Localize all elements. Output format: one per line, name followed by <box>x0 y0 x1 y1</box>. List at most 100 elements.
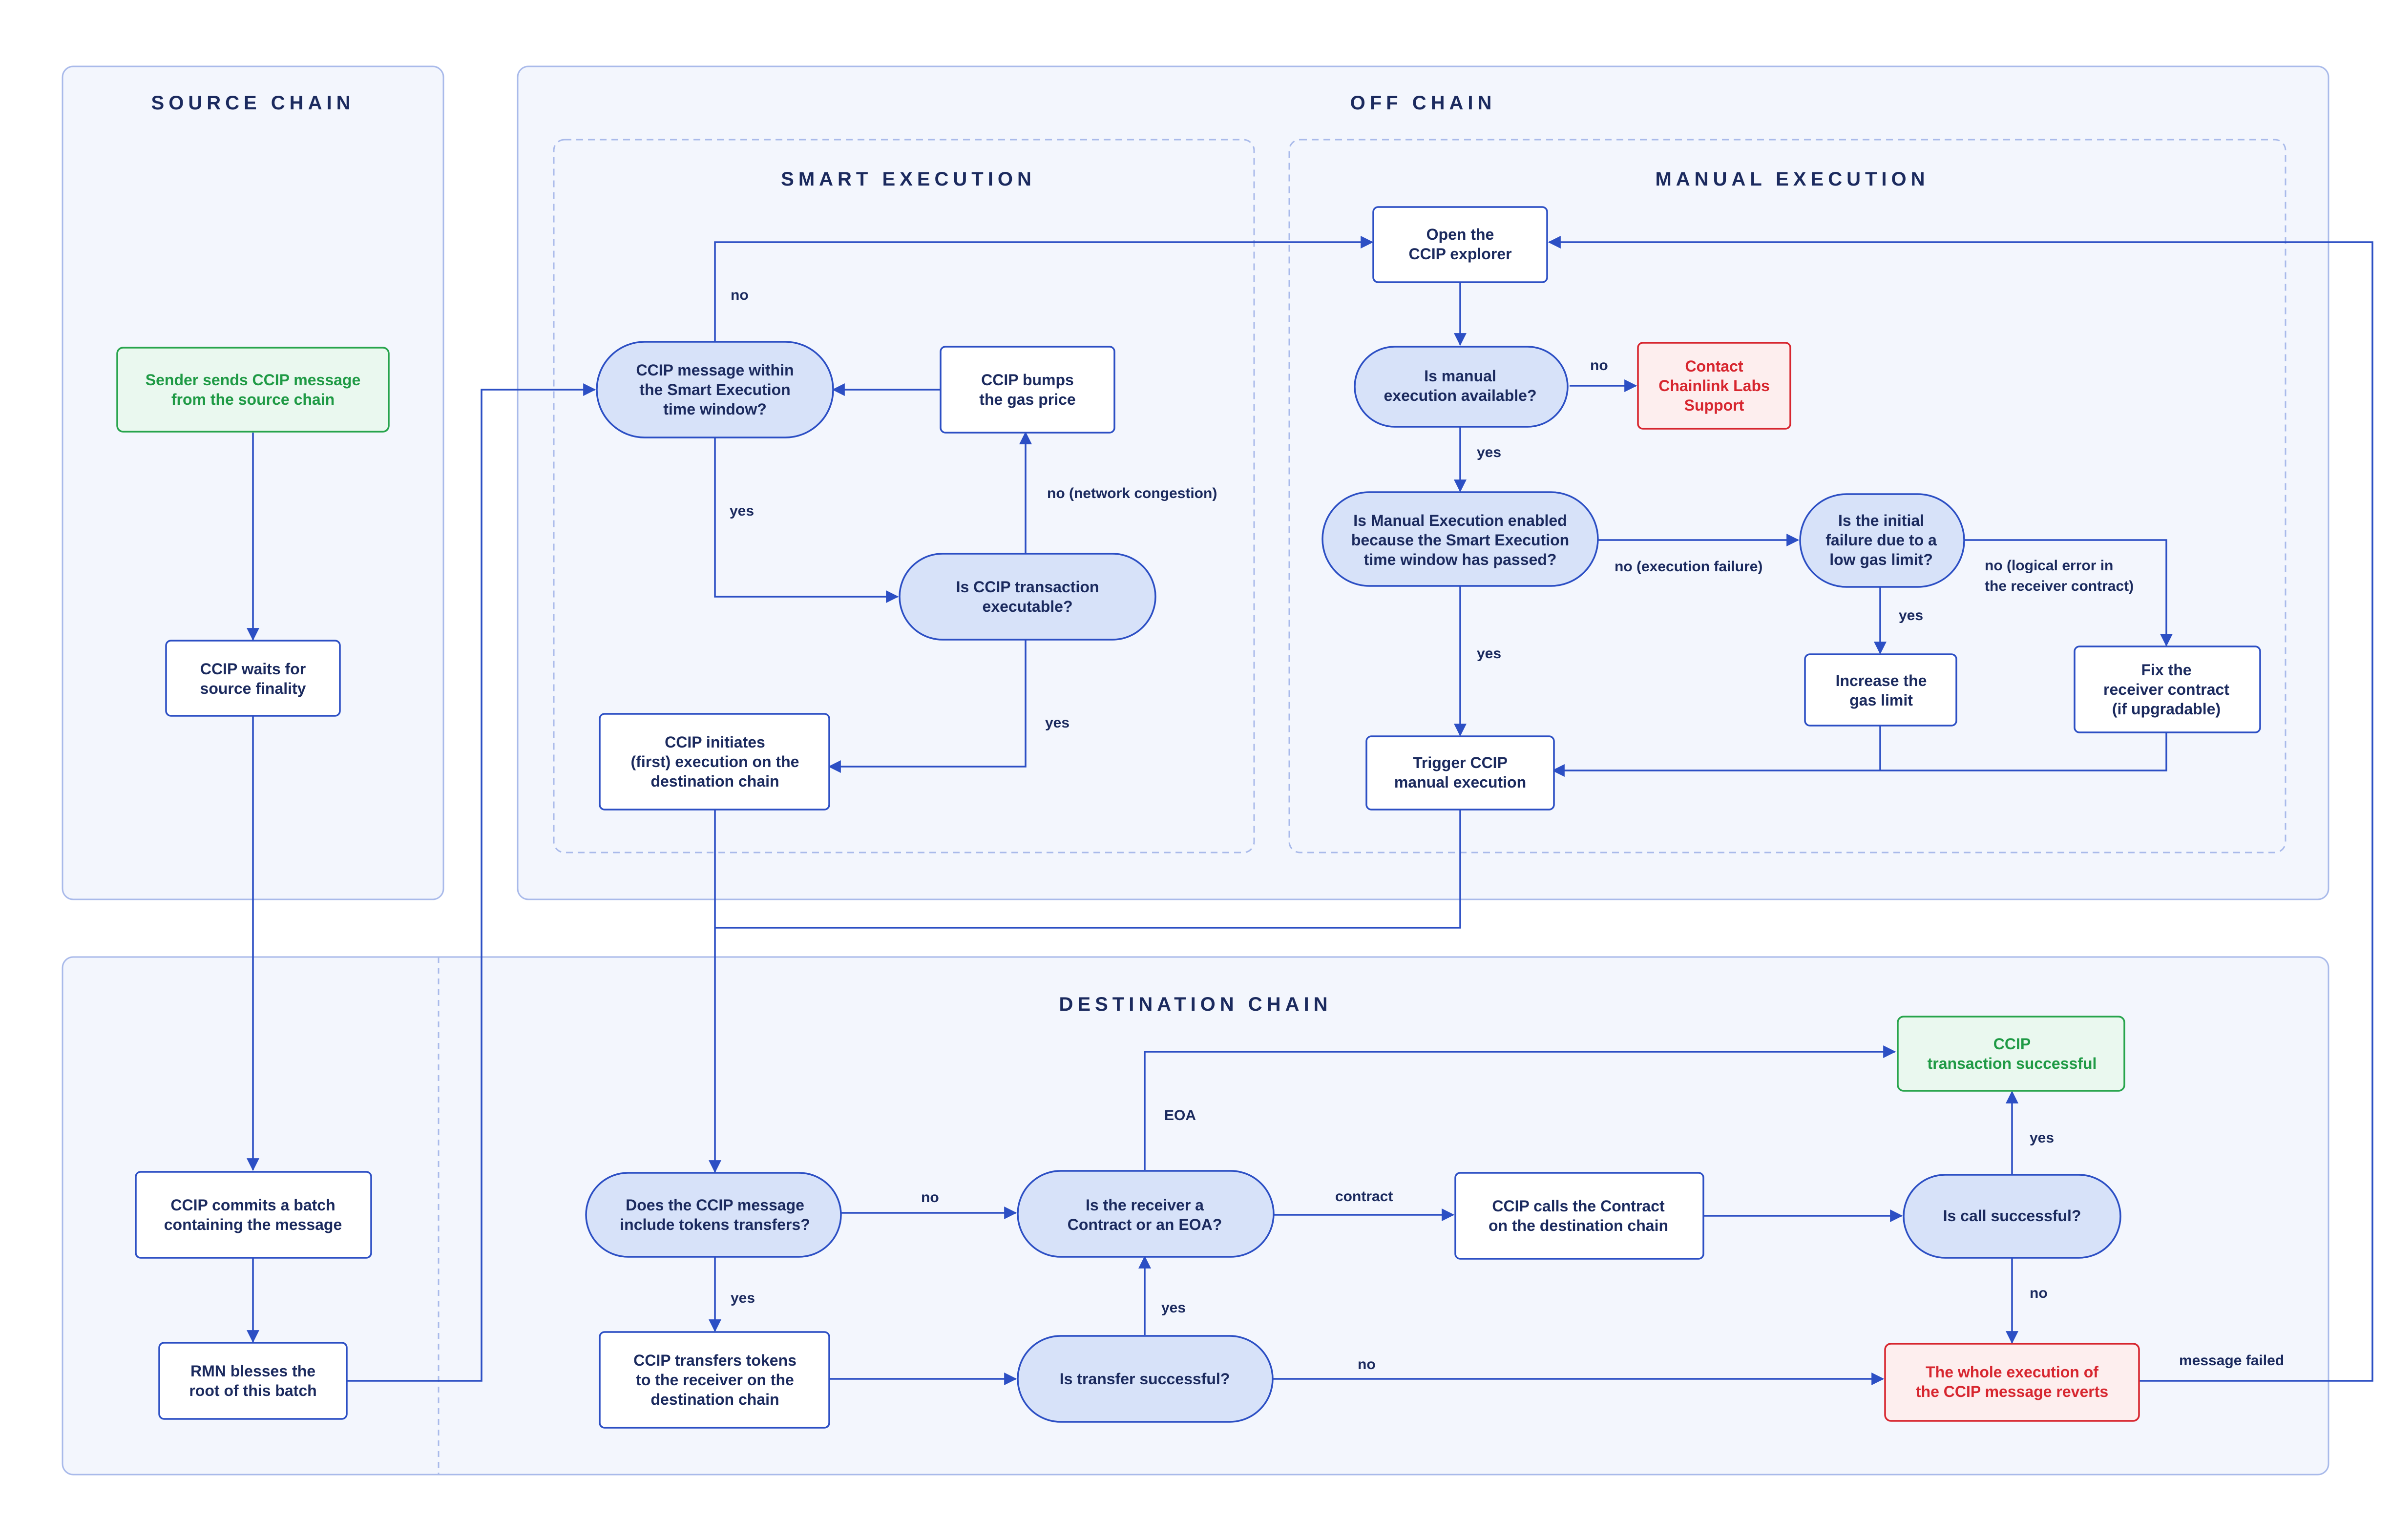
node-commits-batch: CCIP commits a batch containing the messa… <box>135 1171 372 1259</box>
node-contact-support-line-1: Contact <box>1685 357 1743 375</box>
label-eoa: EOA <box>1164 1107 1196 1124</box>
node-fix-receiver-line-3: (if upgradable) <box>2112 700 2221 718</box>
node-trigger-manual-line-1: Trigger CCIP <box>1413 754 1508 771</box>
node-fix-receiver-line-2: receiver contract <box>2103 681 2229 698</box>
node-contact-support-line-2: Chainlink Labs <box>1658 377 1770 395</box>
node-msg-within-window: CCIP message within the Smart Execution ti… <box>596 341 834 438</box>
manual-execution-region <box>1288 139 2286 853</box>
node-tx-successful-line-1: CCIP <box>1993 1035 2031 1053</box>
node-rmn-blesses-line-1: RMN blesses the <box>190 1362 315 1380</box>
node-reverts-line-2: the CCIP message reverts <box>1916 1383 2108 1400</box>
edge-rmn-to-window <box>347 383 596 1382</box>
source-chain-title: SOURCE CHAIN <box>151 92 355 114</box>
node-commits-batch-line-2: containing the message <box>164 1216 342 1233</box>
node-call-successful-line-1: Is call successful? <box>1943 1207 2081 1225</box>
node-msg-within-window-line-1: CCIP message within <box>636 361 794 379</box>
label-contract: contract <box>1335 1188 1393 1205</box>
label-yes-call: yes <box>2030 1130 2054 1146</box>
label-yes-gas: yes <box>1899 607 1923 624</box>
node-bumps-gas-line-1: CCIP bumps <box>981 371 1074 389</box>
label-yes-tokens: yes <box>731 1290 755 1306</box>
destination-chain-title: DESTINATION CHAIN <box>1059 994 1332 1015</box>
label-no-call: no <box>2030 1285 2048 1301</box>
label-no-tokens: no <box>921 1189 939 1206</box>
node-calls-contract-line-2: on the destination chain <box>1489 1217 1668 1234</box>
node-trigger-manual-line-2: manual execution <box>1394 773 1526 791</box>
node-msg-within-window-line-3: time window? <box>663 400 767 418</box>
node-receiver-type-line-2: Contract or an EOA? <box>1068 1216 1222 1233</box>
node-contact-support-line-3: Support <box>1684 396 1744 414</box>
label-no-congestion: no (network congestion) <box>1047 485 1217 501</box>
node-bumps-gas-line-2: the gas price <box>979 391 1075 408</box>
node-sender-line-1: Sender sends CCIP message <box>146 371 361 389</box>
node-calls-contract-line-1: CCIP calls the Contract <box>1492 1197 1665 1215</box>
node-tx-executable: Is CCIP transaction executable? <box>899 553 1156 641</box>
edge-executable-yes-to-initiates <box>828 640 1027 773</box>
node-initiates-execution-line-3: destination chain <box>650 772 779 790</box>
edge-reverts-message-failed-to-explorer <box>1548 236 2373 1382</box>
edge-window-no-to-explorer <box>714 236 1374 342</box>
node-transfer-successful: Is transfer successful? <box>1017 1335 1274 1423</box>
manual-execution-title: MANUAL EXECUTION <box>1655 168 1929 190</box>
node-tx-executable-line-2: executable? <box>983 598 1073 615</box>
edge-trigger-join <box>715 810 1461 929</box>
node-rmn-blesses-line-2: root of this batch <box>189 1382 316 1399</box>
node-transfers-tokens-line-1: CCIP transfers tokens <box>633 1352 797 1369</box>
node-transfers-tokens: CCIP transfers tokens to the receiver on … <box>599 1331 830 1429</box>
node-tx-successful-line-2: transaction successful <box>1928 1055 2097 1072</box>
label-message-failed: message failed <box>2179 1353 2284 1369</box>
edge-receiver-eoa-to-successful <box>1144 1045 1896 1170</box>
node-bumps-gas: CCIP bumps the gas price <box>940 346 1115 434</box>
node-initial-failure-gas-line-2: failure due to a <box>1825 531 1937 549</box>
node-transfers-tokens-line-3: destination chain <box>650 1391 779 1408</box>
label-no-support: no <box>1590 357 1608 374</box>
node-tx-successful: CCIP transaction successful <box>1897 1016 2125 1092</box>
node-rmn-blesses: RMN blesses the root of this batch <box>158 1342 348 1420</box>
edge-fix-to-trigger <box>1552 732 2167 777</box>
node-initial-failure-gas-line-1: Is the initial <box>1838 512 1924 529</box>
node-transfers-tokens-line-2: to the receiver on the <box>636 1371 794 1389</box>
node-manual-enabled-line-2: because the Smart Execution <box>1351 531 1569 549</box>
node-waits-finality-line-2: source finality <box>200 680 306 697</box>
smart-execution-region <box>553 139 1255 853</box>
label-yes-window: yes <box>730 503 754 519</box>
node-tx-executable-line-1: Is CCIP transaction <box>956 578 1099 596</box>
label-no-transfer: no <box>1358 1356 1376 1373</box>
label-yes-available: yes <box>1477 444 1501 460</box>
edge-gas-failure-no-to-fix <box>1963 539 2173 647</box>
node-manual-enabled: Is Manual Execution enabled because the S… <box>1321 491 1599 587</box>
edge-labels: no yes no (network congestion) yes no ye… <box>730 287 2284 1373</box>
label-no-execution-failure: no (execution failure) <box>1615 559 1762 575</box>
off-chain-title: OFF CHAIN <box>1350 92 1496 114</box>
node-receiver-type-line-1: Is the receiver a <box>1086 1196 1204 1214</box>
node-manual-enabled-line-3: time window has passed? <box>1364 551 1557 568</box>
node-manual-enabled-line-1: Is Manual Execution enabled <box>1353 512 1567 529</box>
label-yes-transfer: yes <box>1161 1300 1186 1316</box>
label-yes-enabled: yes <box>1477 645 1501 662</box>
node-transfer-successful-line-1: Is transfer successful? <box>1060 1370 1230 1388</box>
label-no-logical-line1: no (logical error in <box>1985 558 2113 574</box>
node-manual-available-line-1: Is manual <box>1424 367 1496 385</box>
smart-execution-title: SMART EXECUTION <box>781 168 1036 190</box>
node-call-successful: Is call successful? <box>1903 1174 2121 1259</box>
node-msg-within-window-line-2: the Smart Execution <box>639 381 790 398</box>
node-reverts-line-1: The whole execution of <box>1926 1363 2098 1381</box>
node-commits-batch-line-1: CCIP commits a batch <box>170 1196 335 1214</box>
node-fix-receiver-line-1: Fix the <box>2141 661 2191 679</box>
node-trigger-manual: Trigger CCIP manual execution <box>1365 735 1555 811</box>
label-no-window: no <box>731 287 749 303</box>
label-yes-executable: yes <box>1045 715 1070 731</box>
node-include-tokens-line-2: include tokens transfers? <box>620 1216 810 1233</box>
edge-window-yes-to-executable <box>714 437 899 603</box>
node-increase-gas-line-1: Increase the <box>1836 672 1927 689</box>
